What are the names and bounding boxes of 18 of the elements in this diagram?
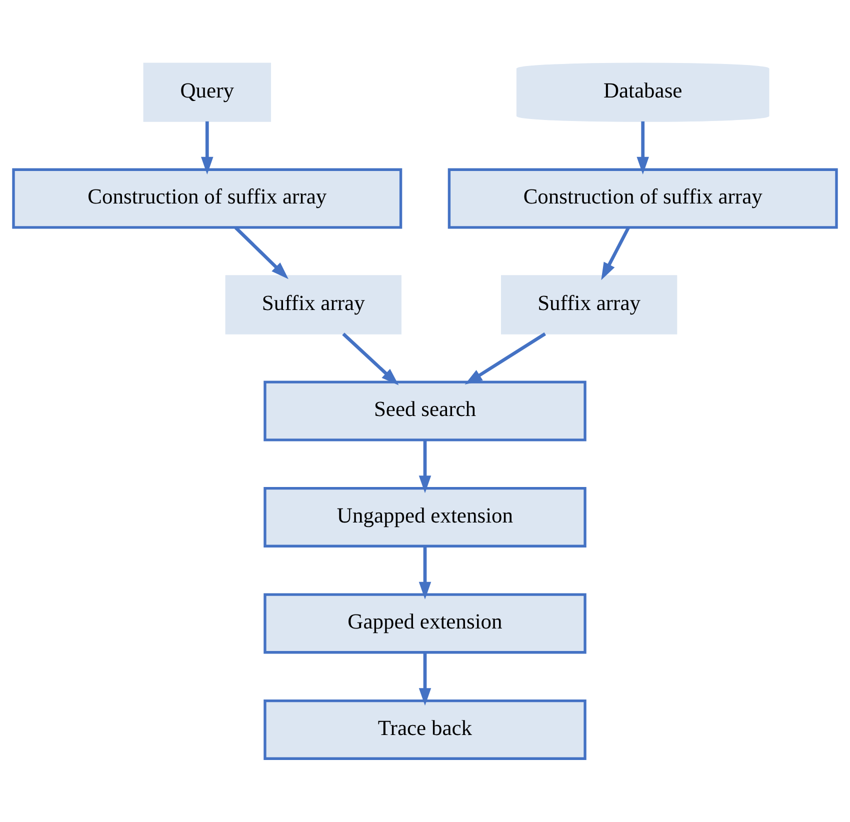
arrow bbox=[464, 332, 546, 385]
node-box: Suffix array bbox=[225, 275, 402, 334]
node-box: Trace back bbox=[264, 699, 586, 760]
node-box: Seed search bbox=[264, 380, 586, 442]
arrow bbox=[636, 121, 649, 174]
node-box: Construction of suffix array bbox=[448, 168, 838, 229]
arrow bbox=[342, 332, 399, 386]
arrow bbox=[201, 121, 214, 174]
arrow bbox=[418, 440, 432, 494]
arrow bbox=[601, 226, 630, 280]
arrow bbox=[418, 652, 432, 706]
node-box: Query bbox=[143, 62, 272, 122]
node-box: Ungapped extension bbox=[264, 486, 586, 548]
node-box: Gapped extension bbox=[264, 593, 586, 654]
node-box: Construction of suffix array bbox=[12, 168, 402, 229]
arrow bbox=[418, 546, 432, 600]
arrow bbox=[234, 226, 288, 280]
node-box: Suffix array bbox=[500, 275, 678, 334]
